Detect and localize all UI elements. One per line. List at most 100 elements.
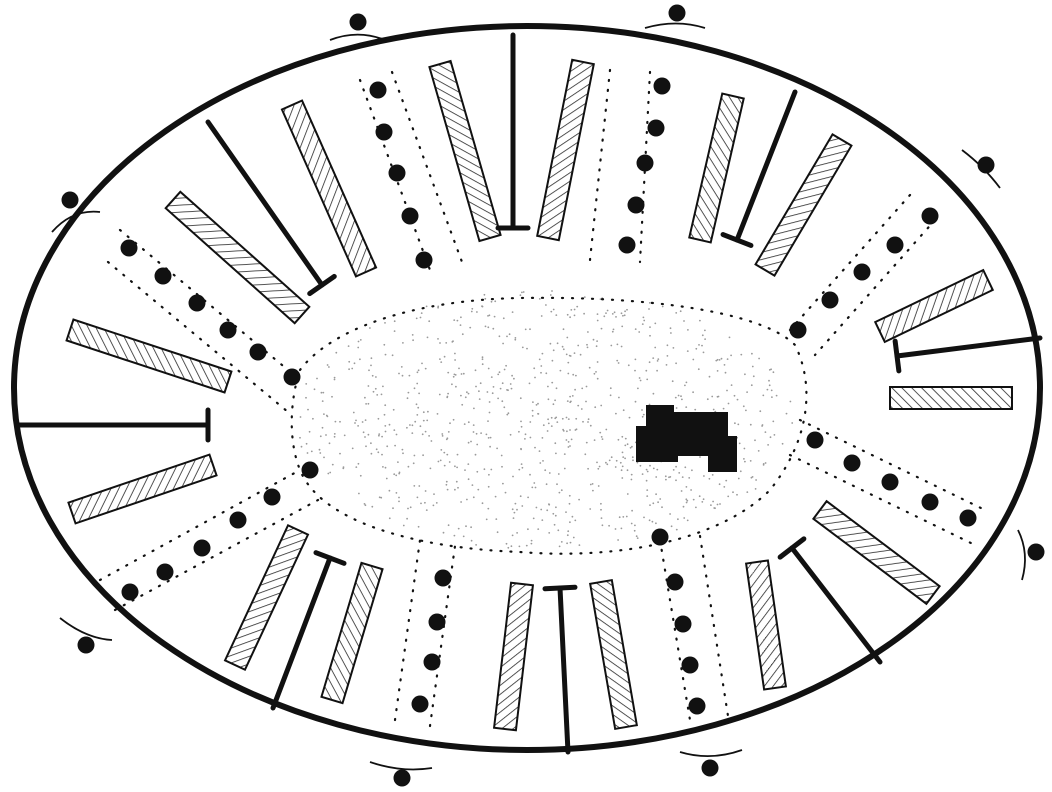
floor-speckle: [328, 366, 330, 368]
floor-speckle: [462, 333, 464, 335]
post-dot: [628, 197, 645, 214]
floor-speckle: [353, 412, 355, 414]
floor-speckle: [570, 401, 572, 403]
floor-speckle: [621, 346, 623, 348]
floor-speckle: [417, 497, 419, 499]
floor-speckle: [541, 315, 543, 317]
floor-speckle: [339, 421, 341, 423]
floor-speckle: [359, 358, 361, 360]
floor-speckle: [421, 363, 423, 365]
hatched-panel: [429, 61, 500, 241]
partition-wall: [560, 588, 568, 752]
floor-speckle: [620, 462, 622, 464]
floor-speckle: [416, 383, 418, 385]
floor-speckle: [416, 414, 418, 416]
floor-speckle: [548, 423, 550, 425]
floor-speckle: [734, 395, 736, 397]
floor-speckle: [465, 396, 467, 398]
floor-speckle: [622, 452, 624, 454]
floor-speckle: [600, 503, 602, 505]
floor-speckle: [329, 472, 331, 474]
floor-speckle: [625, 438, 627, 440]
floor-speckle: [499, 335, 501, 337]
floor-speckle: [573, 537, 575, 539]
floor-speckle: [473, 408, 475, 410]
floor-speckle: [488, 474, 490, 476]
floor-speckle: [516, 509, 518, 511]
floor-speckle: [532, 415, 534, 417]
floor-speckle: [738, 478, 740, 480]
floor-speckle: [466, 499, 468, 501]
floor-speckle: [587, 347, 589, 349]
post-dot: [822, 292, 839, 309]
floor-speckle: [562, 346, 564, 348]
floor-speckle: [468, 478, 470, 480]
floor-speckle: [449, 422, 451, 424]
floor-speckle: [643, 320, 645, 322]
floor-speckle: [770, 436, 772, 438]
floor-speckle: [786, 413, 788, 415]
floor-speckle: [631, 474, 633, 476]
floor-speckle: [484, 468, 486, 470]
floor-speckle: [447, 396, 449, 398]
floor-speckle: [665, 475, 667, 477]
floor-speckle: [453, 419, 455, 421]
floor-speckle: [470, 526, 472, 528]
floor-speckle: [489, 412, 491, 414]
floor-speckle: [553, 349, 555, 351]
floor-speckle: [531, 487, 533, 489]
floor-speckle: [362, 421, 364, 423]
floor-speckle: [681, 399, 683, 401]
floor-speckle: [444, 356, 446, 358]
floor-speckle: [555, 453, 557, 455]
floor-speckle: [744, 461, 746, 463]
floor-speckle: [555, 515, 557, 517]
floor-speckle: [619, 516, 621, 518]
floor-speckle: [727, 496, 729, 498]
floor-speckle: [632, 456, 634, 458]
floor-speckle: [537, 413, 539, 415]
partition-wall: [897, 338, 1040, 356]
floor-speckle: [497, 531, 499, 533]
floor-speckle: [475, 386, 477, 388]
floor-speckle: [530, 437, 532, 439]
hatched-panel: [68, 455, 216, 524]
floor-speckle: [618, 397, 620, 399]
post-dot: [619, 237, 636, 254]
floor-speckle: [732, 491, 734, 493]
floor-speckle: [326, 415, 328, 417]
floor-speckle: [725, 372, 727, 374]
floor-speckle: [717, 504, 719, 506]
floor-speckle: [755, 479, 757, 481]
floor-speckle: [348, 361, 350, 363]
floor-speckle: [398, 373, 400, 375]
floor-speckle: [458, 528, 460, 530]
floor-speckle: [482, 356, 484, 358]
floor-speckle: [382, 466, 384, 468]
floor-speckle: [371, 453, 373, 455]
floor-speckle: [637, 537, 639, 539]
floor-speckle: [418, 393, 420, 395]
floor-speckle: [335, 352, 337, 354]
floor-speckle: [503, 317, 505, 319]
floor-speckle: [551, 425, 553, 427]
floor-speckle: [610, 387, 612, 389]
floor-speckle: [622, 456, 624, 458]
floor-speckle: [471, 540, 473, 542]
floor-speckle: [378, 433, 380, 435]
post-dot: [402, 208, 419, 225]
floor-speckle: [536, 507, 538, 509]
hatched-panels: [67, 60, 1012, 730]
floor-speckle: [723, 486, 725, 488]
floor-speckle: [551, 382, 553, 384]
floor-speckle: [668, 476, 670, 478]
floor-speckle: [514, 339, 516, 341]
floor-speckle: [605, 429, 607, 431]
floor-speckle: [649, 361, 651, 363]
floor-speckle: [649, 519, 651, 521]
floor-speckle: [572, 395, 574, 397]
floor-speckle: [769, 384, 771, 386]
floor-speckle: [452, 340, 454, 342]
floor-speckle: [686, 486, 688, 488]
